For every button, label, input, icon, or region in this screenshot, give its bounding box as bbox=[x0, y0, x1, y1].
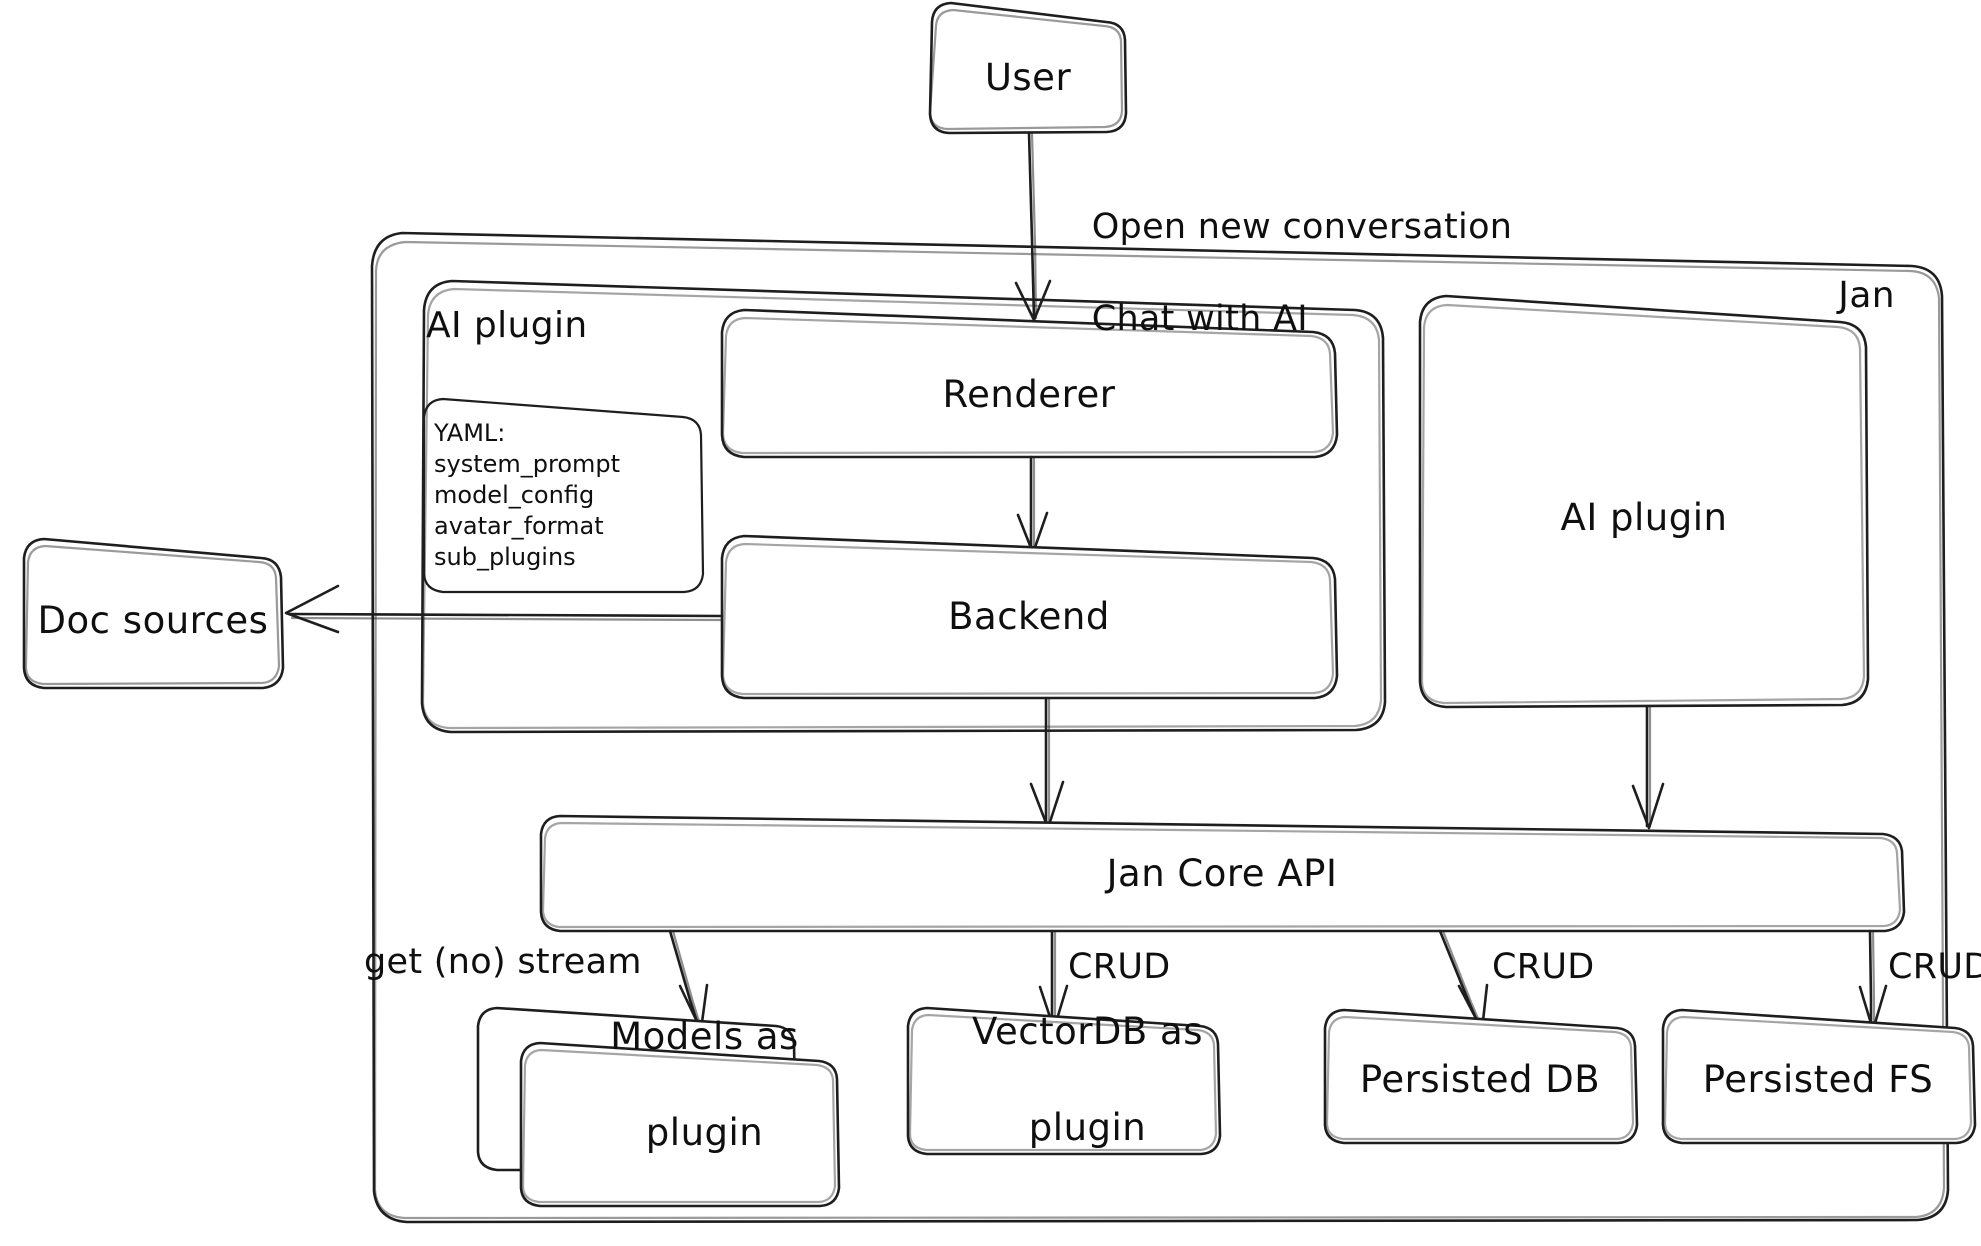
edge-backend-to-doc-sources bbox=[284, 584, 724, 634]
container-jan bbox=[370, 231, 1950, 1224]
edge-backend-to-core bbox=[1029, 696, 1065, 830]
node-yaml-card-shape bbox=[422, 397, 705, 594]
edge-core-to-models bbox=[668, 929, 709, 1032]
edge-core-to-vectordb bbox=[1038, 929, 1069, 1031]
edge-ai-plugin-to-core bbox=[1631, 705, 1665, 830]
node-ai-plugin-right-shape[interactable] bbox=[1418, 294, 1870, 709]
edge-core-to-persisted-db bbox=[1438, 929, 1489, 1032]
node-models-as-plugin-shape[interactable] bbox=[476, 1006, 841, 1208]
edge-core-to-persisted-fs bbox=[1858, 929, 1888, 1032]
yaml-line-4: sub_plugins bbox=[434, 543, 576, 571]
node-user-shape[interactable] bbox=[928, 1, 1128, 135]
node-renderer-shape[interactable] bbox=[720, 308, 1339, 459]
node-persisted-db-shape[interactable] bbox=[1323, 1008, 1639, 1145]
yaml-card-text: YAML: system_prompt model_config avatar_… bbox=[434, 418, 620, 573]
yaml-line-3: avatar_format bbox=[434, 512, 604, 540]
yaml-line-2: model_config bbox=[434, 481, 595, 509]
node-vectordb-as-plugin-shape[interactable] bbox=[906, 1006, 1222, 1156]
edge-renderer-to-backend bbox=[1016, 455, 1049, 555]
node-jan-core-api-shape[interactable] bbox=[539, 814, 1906, 933]
edge-user-to-renderer bbox=[1014, 131, 1052, 322]
node-doc-sources-shape[interactable] bbox=[22, 537, 285, 690]
yaml-line-0: YAML: bbox=[434, 419, 506, 447]
node-persisted-fs-shape[interactable] bbox=[1661, 1008, 1977, 1145]
yaml-line-1: system_prompt bbox=[434, 450, 621, 478]
container-ai-plugin-group bbox=[420, 279, 1387, 734]
node-backend-shape[interactable] bbox=[720, 534, 1339, 700]
